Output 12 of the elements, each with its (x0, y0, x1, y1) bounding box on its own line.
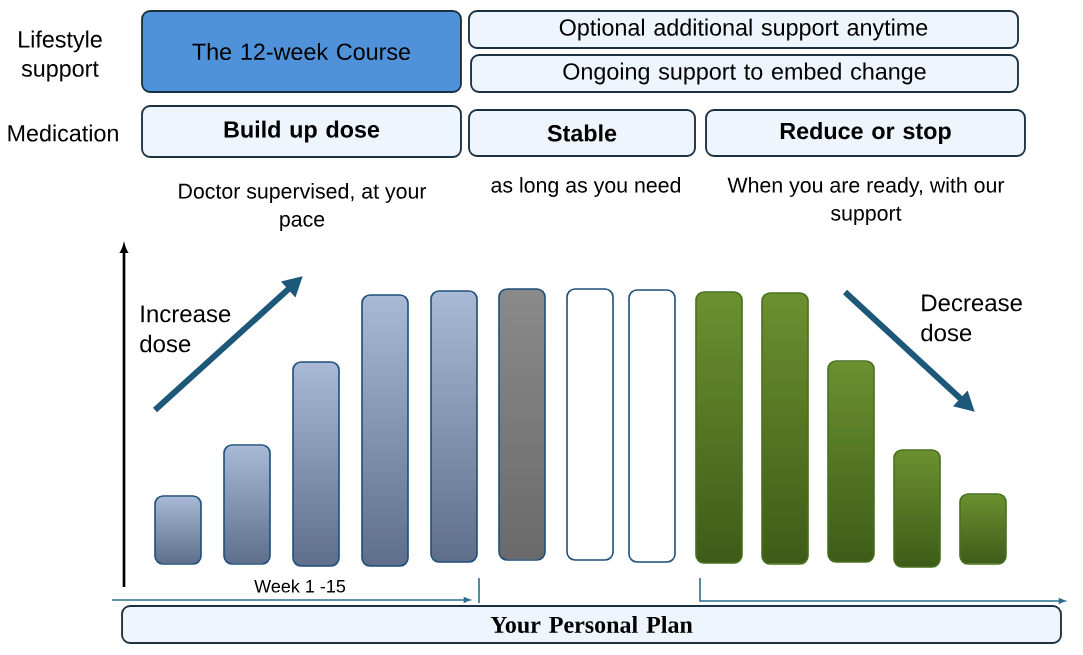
support-box: Ongoing support to embed change (470, 54, 1019, 93)
phase-box: Build up dose (141, 105, 462, 158)
phase-box: Stable (468, 109, 696, 157)
course-box: The 12-week Course (141, 10, 462, 93)
row-label: Lifestyle support (19, 30, 102, 82)
plan-box: Your Personal Plan (121, 605, 1062, 644)
row-label: Medication (8, 124, 118, 142)
node-label: When you are ready, with our support (727, 177, 1005, 225)
node-label: Doctor supervised, at your pace (179, 183, 427, 231)
phase-box: Reduce or stop (705, 109, 1026, 157)
support-box: Optional additional support anytime (468, 10, 1019, 49)
node-label: as long as you need (491, 177, 681, 197)
